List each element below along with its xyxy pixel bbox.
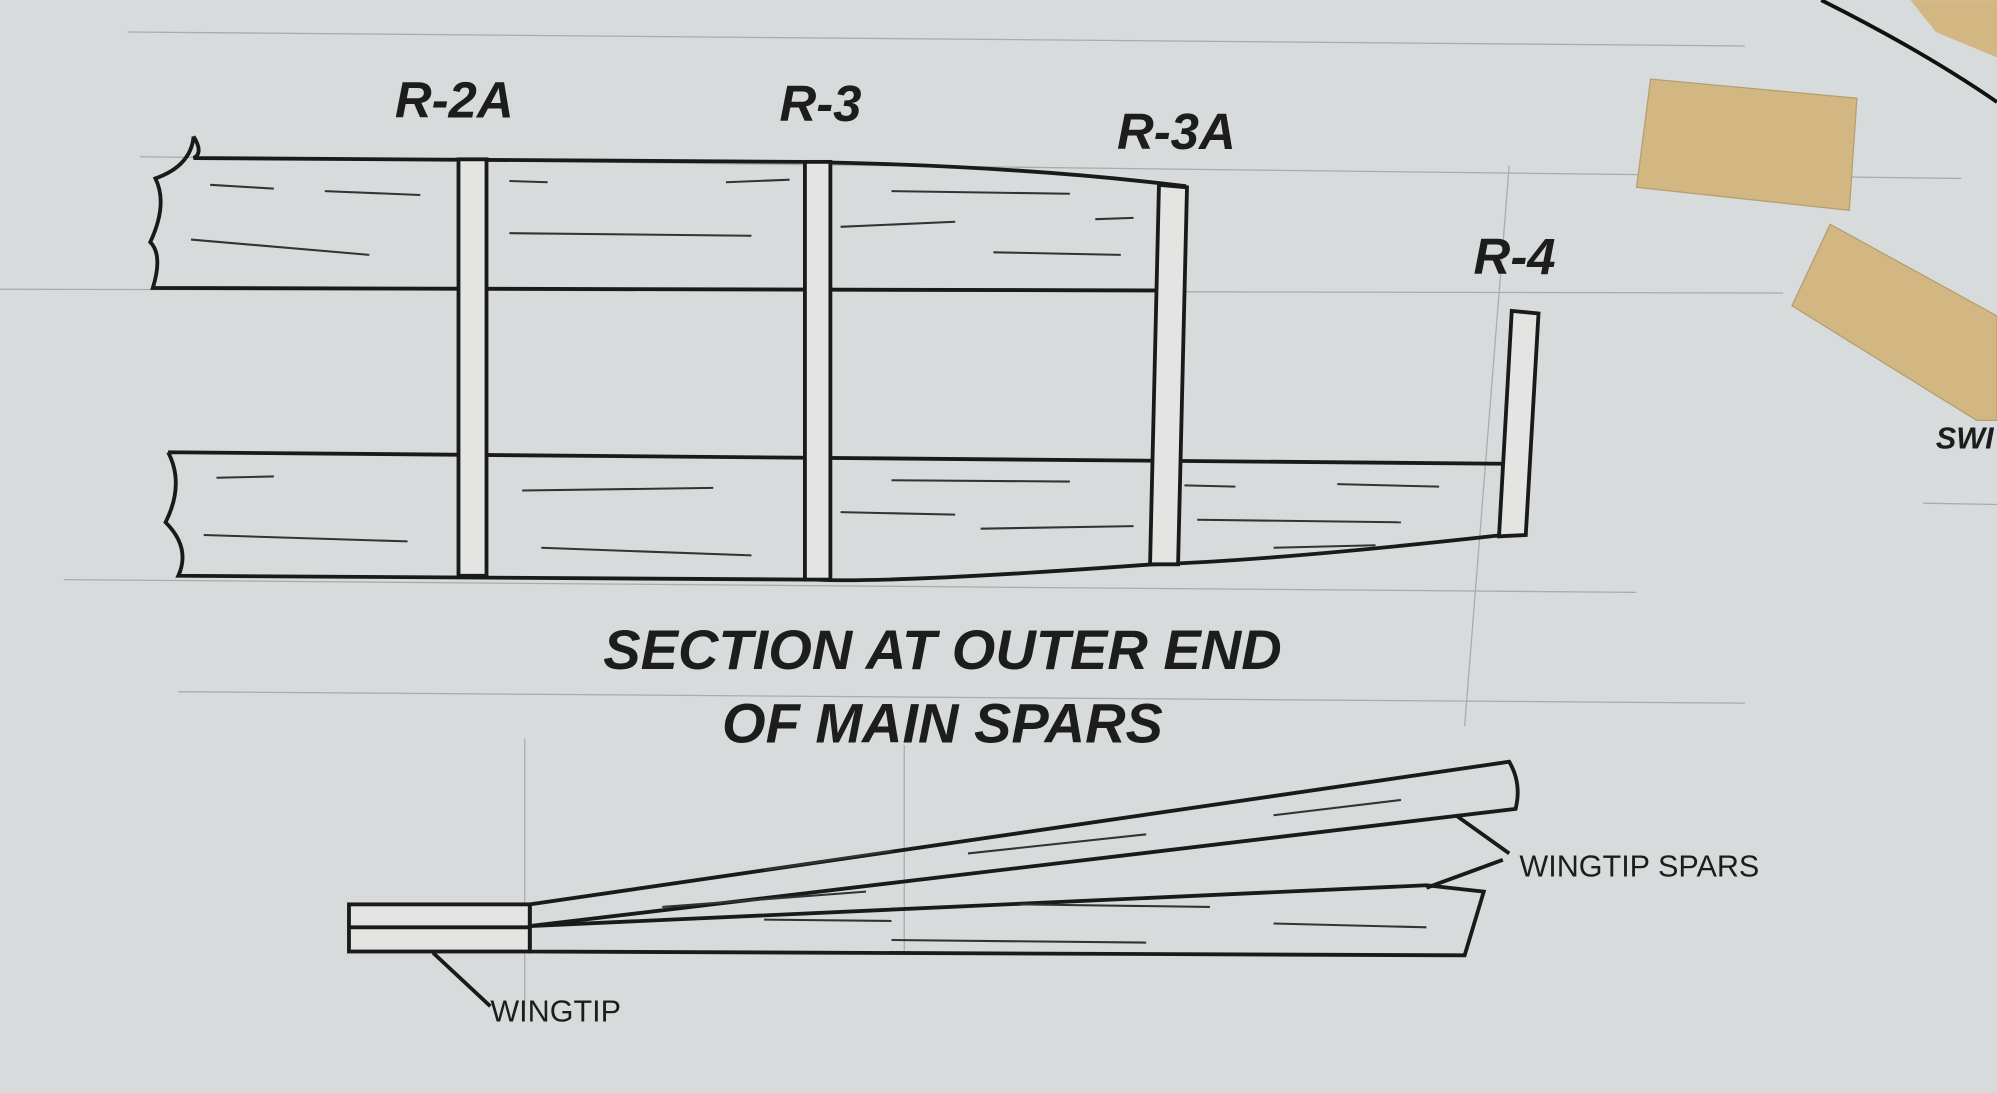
rib-label-r-3: R-3 — [779, 75, 861, 132]
wingtip-spar-upper — [527, 759, 1520, 929]
balsa-piece — [1791, 223, 1997, 422]
rib-r-3a — [1148, 182, 1189, 567]
wingtip-spar-lower — [527, 883, 1487, 958]
edge-text: SWI — [1936, 421, 1995, 455]
section-title-line2: OF MAIN SPARS — [722, 692, 1163, 755]
wingtip-view: WINGTIP SPARS WINGTIP — [347, 759, 1759, 1029]
rib-label-r-2a: R-2A — [395, 71, 514, 128]
callout-wingtip-spars: WINGTIP SPARS — [1519, 849, 1759, 883]
rib-label-r-4: R-4 — [1474, 228, 1556, 285]
curve-line — [1820, 0, 1997, 104]
balsa-piece — [1635, 78, 1858, 211]
rib-r-4 — [1496, 308, 1541, 539]
section-title-line1: SECTION AT OUTER END — [603, 618, 1281, 681]
rib-r-3 — [803, 159, 833, 582]
callout-wingtip: WINGTIP — [490, 995, 621, 1029]
balsa-pieces — [1635, 0, 1997, 422]
rib-r-2a — [456, 157, 489, 578]
rib-label-r-3a: R-3A — [1117, 103, 1236, 160]
spar-section-view: R-2A R-3 R-3A R-4 — [147, 71, 1556, 583]
